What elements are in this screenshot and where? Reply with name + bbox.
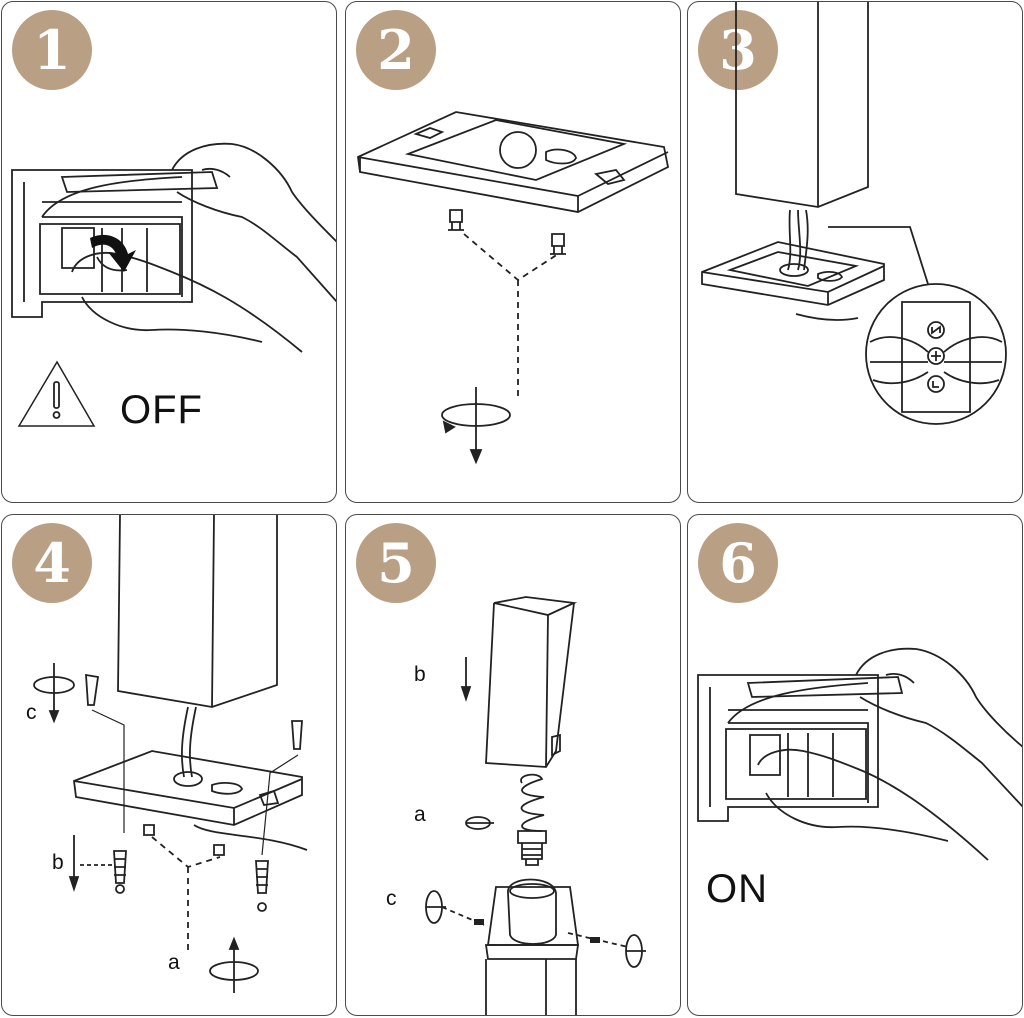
step-5-number: 5	[377, 531, 415, 595]
step-3-number: 3	[719, 18, 757, 82]
step-2-badge: 2	[356, 10, 436, 90]
step-5-panel: 5	[345, 514, 681, 1016]
step-6-panel: 6 ON	[687, 514, 1023, 1016]
install-column-illustration	[2, 515, 337, 1016]
step-4-label-b: b	[52, 851, 64, 874]
step-2-panel: 2	[345, 1, 681, 503]
mounting-plate-illustration	[346, 2, 681, 503]
step-4-label-a: a	[168, 951, 180, 974]
mounting-plate	[74, 751, 302, 825]
step-4-panel: 4	[1, 514, 337, 1016]
step-4-label-c: c	[26, 701, 37, 724]
screw-icon	[214, 845, 224, 855]
wall-plug-icon	[114, 851, 126, 883]
screw-icon	[550, 234, 566, 254]
light-column	[118, 515, 277, 707]
breaker-switch	[750, 735, 780, 775]
step-4-badge: 4	[12, 523, 92, 603]
warning-triangle-icon	[19, 362, 94, 426]
screw-icon	[448, 210, 464, 230]
light-column	[736, 2, 868, 207]
step-6-badge: 6	[698, 523, 778, 603]
step-2-number: 2	[377, 18, 415, 82]
lamp-head	[494, 597, 574, 615]
step-1-panel: 1 OFF	[1, 1, 337, 503]
terminal-block-detail	[866, 284, 1006, 424]
step-5-badge: 5	[356, 523, 436, 603]
mounting-plate	[702, 242, 884, 305]
screw-icon	[144, 825, 154, 835]
step-1-badge: 1	[12, 10, 92, 90]
screw-icon	[86, 675, 98, 705]
off-label: OFF	[120, 388, 203, 432]
breaker-box	[698, 675, 878, 821]
step-6-number: 6	[719, 531, 757, 595]
breaker-switch	[62, 228, 94, 268]
step-3-badge: 3	[698, 10, 778, 90]
turn-down-arrow-icon	[90, 234, 136, 272]
breaker-off-illustration	[2, 2, 337, 503]
breaker-box	[12, 170, 192, 317]
step-3-panel: 3	[687, 1, 1023, 503]
spiral-bulb-icon	[521, 775, 544, 831]
step-4-number: 4	[33, 531, 71, 595]
step-5-label-c: c	[386, 887, 397, 910]
wall-plug-icon	[256, 861, 268, 893]
bulb-socket	[508, 880, 556, 945]
step-5-label-a: a	[414, 803, 426, 826]
breaker-on-illustration	[688, 515, 1023, 1016]
on-label: ON	[706, 867, 768, 911]
screw-icon	[292, 721, 302, 749]
bulb-assembly-illustration	[346, 515, 681, 1016]
step-5-label-b: b	[414, 663, 426, 686]
mounting-plate	[358, 112, 668, 212]
step-1-number: 1	[33, 18, 71, 82]
wiring-illustration	[688, 2, 1023, 503]
